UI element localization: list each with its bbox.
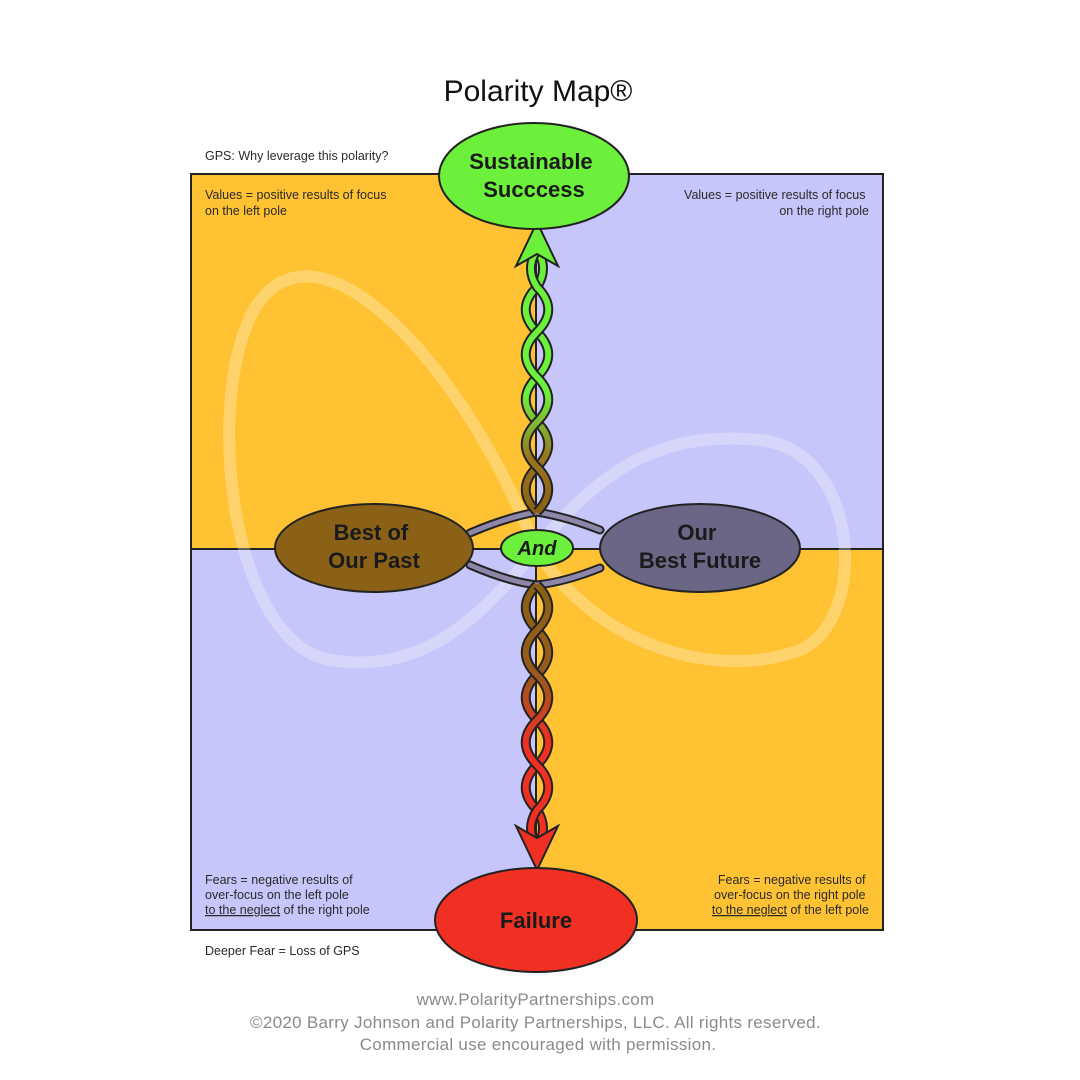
lower-right-note-line1: Fears = negative results of <box>718 873 866 887</box>
and-label: And <box>517 538 558 560</box>
left-pole-node: Best of Our Past <box>274 503 474 593</box>
footer-permission: Commercial use encouraged with permissio… <box>360 1035 717 1054</box>
gps-label: GPS: Why leverage this polarity? <box>205 149 388 163</box>
bottom-outcome-label: Failure <box>500 908 572 933</box>
right-pole-line2: Best Future <box>639 548 761 573</box>
lower-right-note: Fears = negative results of over-focus o… <box>712 873 869 917</box>
footer-copyright: ©2020 Barry Johnson and Polarity Partner… <box>250 1013 821 1032</box>
lower-left-note-line2: over-focus on the left pole <box>205 888 349 902</box>
footer-url: www.PolarityPartnerships.com <box>415 990 654 1009</box>
upper-right-note-line2: on the right pole <box>779 204 869 218</box>
sustainable-success-node: Sustainable Succcess <box>438 122 630 230</box>
top-goal-line2: Succcess <box>483 177 585 202</box>
upper-right-note-line1: Values = positive results of focus <box>684 188 865 202</box>
top-goal-line1: Sustainable <box>469 149 592 174</box>
upper-left-note: Values = positive results of focus on th… <box>205 188 390 218</box>
lower-right-note-line2: over-focus on the right pole <box>714 888 866 902</box>
svg-text:Best of Our Past: Best of Our Past <box>328 520 420 573</box>
lower-left-note-rest: of the right pole <box>280 903 370 917</box>
upper-left-note-line2: on the left pole <box>205 204 287 218</box>
quadrant-upper-right <box>535 173 884 550</box>
failure-node: Failure <box>434 867 638 973</box>
lower-left-note: Fears = negative results of over-focus o… <box>205 873 370 917</box>
upper-left-note-line1: Values = positive results of focus <box>205 188 386 202</box>
lower-right-note-line3: to the neglect of the left pole <box>712 903 869 917</box>
and-connector: And <box>500 529 574 567</box>
quadrant-lower-right <box>535 548 884 931</box>
svg-text:Our Best Future: Our Best Future <box>639 520 761 573</box>
right-pole-node: Our Best Future <box>599 503 801 593</box>
up-arrow-head <box>513 219 561 269</box>
right-pole-line1: Our <box>677 520 717 545</box>
lower-right-note-underlined: to the neglect <box>712 903 788 917</box>
lower-left-note-line1: Fears = negative results of <box>205 873 353 887</box>
lower-right-note-rest: of the left pole <box>787 903 869 917</box>
quadrant-upper-left <box>190 173 537 550</box>
page-title: Polarity Map® <box>444 75 633 108</box>
upward-braid <box>513 219 561 516</box>
footer: www.PolarityPartnerships.com ©2020 Barry… <box>250 990 826 1054</box>
svg-text:Sustainable Succcess: Sustainable Succcess <box>469 149 599 202</box>
left-pole-line1: Best of <box>334 520 409 545</box>
down-arrow-head <box>513 823 561 873</box>
deeper-fear-label: Deeper Fear = Loss of GPS <box>205 944 360 958</box>
lower-left-note-underlined: to the neglect <box>205 903 281 917</box>
left-pole-line2: Our Past <box>328 548 420 573</box>
upper-right-note: Values = positive results of focus on th… <box>684 188 869 218</box>
downward-braid <box>513 581 561 873</box>
